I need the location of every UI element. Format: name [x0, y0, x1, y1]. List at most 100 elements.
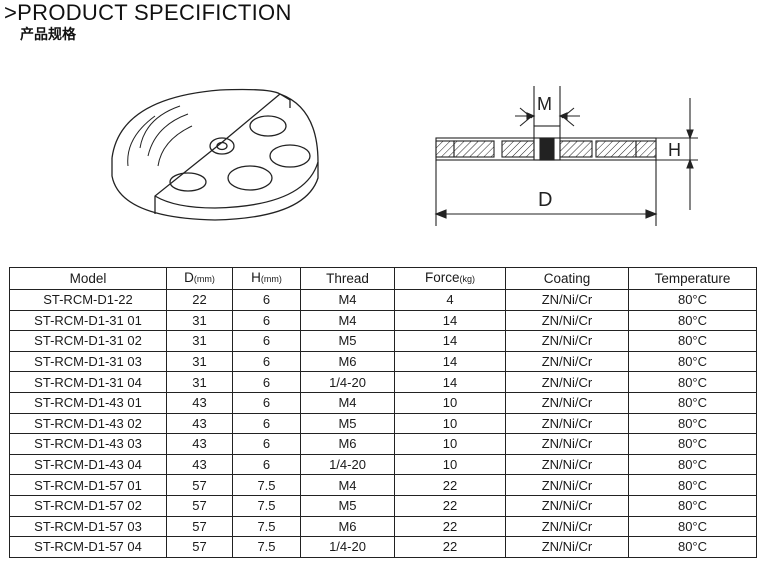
cell-d: 43	[166, 391, 233, 414]
cell-model: ST-RCM-D1-31 04	[9, 371, 167, 393]
cell-h: 6	[232, 330, 301, 352]
header-force: Force(kg)	[394, 267, 506, 290]
cell-thread: M5	[300, 412, 395, 435]
cell-force: 14	[394, 350, 506, 373]
cell-thread: M4	[300, 289, 395, 311]
page-subtitle: 产品规格	[20, 27, 76, 43]
cell-model: ST-RCM-D1-31 02	[9, 330, 167, 352]
cell-h: 6	[232, 309, 301, 332]
cell-d: 57	[166, 494, 233, 517]
cell-temperature: 80°C	[628, 289, 757, 311]
cell-force: 10	[394, 412, 506, 435]
cell-temperature: 80°C	[628, 391, 757, 414]
cell-coating: ZN/Ni/Cr	[505, 494, 629, 517]
cell-d: 31	[166, 330, 233, 352]
page-title: >PRODUCT SPECIFICTION	[4, 0, 292, 26]
cross-section-drawing: M H D	[434, 86, 698, 226]
cell-temperature: 80°C	[628, 453, 757, 476]
cell-h: 7.5	[232, 494, 301, 517]
cell-coating: ZN/Ni/Cr	[505, 474, 629, 496]
cell-h: 6	[232, 289, 301, 311]
header-thread: Thread	[300, 267, 395, 290]
dimension-label-m: M	[537, 94, 552, 114]
cell-model: ST-RCM-D1-43 01	[9, 391, 167, 414]
cell-thread: M4	[300, 474, 395, 496]
cell-temperature: 80°C	[628, 515, 757, 538]
cell-thread: M6	[300, 515, 395, 538]
cell-thread: 1/4-20	[300, 536, 395, 558]
cell-temperature: 80°C	[628, 412, 757, 435]
cell-h: 7.5	[232, 515, 301, 538]
cell-force: 22	[394, 536, 506, 558]
cell-coating: ZN/Ni/Cr	[505, 371, 629, 393]
cell-coating: ZN/Ni/Cr	[505, 515, 629, 538]
cell-d: 31	[166, 350, 233, 373]
cell-coating: ZN/Ni/Cr	[505, 330, 629, 352]
cell-force: 10	[394, 433, 506, 455]
cell-d: 22	[166, 289, 233, 311]
product-isometric-drawing	[111, 88, 319, 221]
table-header-row: Model D(mm) H(mm) Thread Force(kg) Coati…	[9, 267, 757, 290]
cell-d: 57	[166, 474, 233, 496]
dimension-label-h: H	[668, 140, 681, 160]
cell-temperature: 80°C	[628, 350, 757, 373]
cell-thread: 1/4-20	[300, 371, 395, 393]
cell-coating: ZN/Ni/Cr	[505, 309, 629, 332]
cell-coating: ZN/Ni/Cr	[505, 536, 629, 558]
cell-force: 22	[394, 515, 506, 538]
cell-model: ST-RCM-D1-43 02	[9, 412, 167, 435]
cell-h: 7.5	[232, 474, 301, 496]
cell-force: 14	[394, 371, 506, 393]
cell-model: ST-RCM-D1-43 04	[9, 453, 167, 476]
cell-force: 10	[394, 391, 506, 414]
cell-model: ST-RCM-D1-57 04	[9, 536, 167, 558]
cell-model: ST-RCM-D1-57 02	[9, 494, 167, 517]
cell-coating: ZN/Ni/Cr	[505, 350, 629, 373]
cell-h: 6	[232, 391, 301, 414]
cell-force: 22	[394, 474, 506, 496]
cell-force: 14	[394, 309, 506, 332]
cell-model: ST-RCM-D1-43 03	[9, 433, 167, 455]
cell-temperature: 80°C	[628, 474, 757, 496]
cell-thread: M5	[300, 494, 395, 517]
cell-model: ST-RCM-D1-31 03	[9, 350, 167, 373]
cell-temperature: 80°C	[628, 494, 757, 517]
cell-temperature: 80°C	[628, 330, 757, 352]
cell-model: ST-RCM-D1-31 01	[9, 309, 167, 332]
cell-force: 22	[394, 494, 506, 517]
cell-force: 14	[394, 330, 506, 352]
cell-h: 6	[232, 412, 301, 435]
cell-temperature: 80°C	[628, 371, 757, 393]
title-text: PRODUCT SPECIFICTION	[17, 0, 292, 25]
cell-h: 6	[232, 350, 301, 373]
header-h: H(mm)	[232, 267, 301, 290]
cell-d: 57	[166, 515, 233, 538]
header-d: D(mm)	[166, 267, 233, 290]
cell-h: 6	[232, 371, 301, 393]
dimension-label-d: D	[538, 189, 552, 211]
cell-thread: 1/4-20	[300, 453, 395, 476]
cell-d: 43	[166, 412, 233, 435]
cell-force: 10	[394, 453, 506, 476]
cell-h: 6	[232, 453, 301, 476]
cell-h: 7.5	[232, 536, 301, 558]
cell-coating: ZN/Ni/Cr	[505, 433, 629, 455]
cell-coating: ZN/Ni/Cr	[505, 289, 629, 311]
cell-d: 31	[166, 309, 233, 332]
cell-temperature: 80°C	[628, 309, 757, 332]
cell-thread: M6	[300, 350, 395, 373]
cell-model: ST-RCM-D1-57 03	[9, 515, 167, 538]
